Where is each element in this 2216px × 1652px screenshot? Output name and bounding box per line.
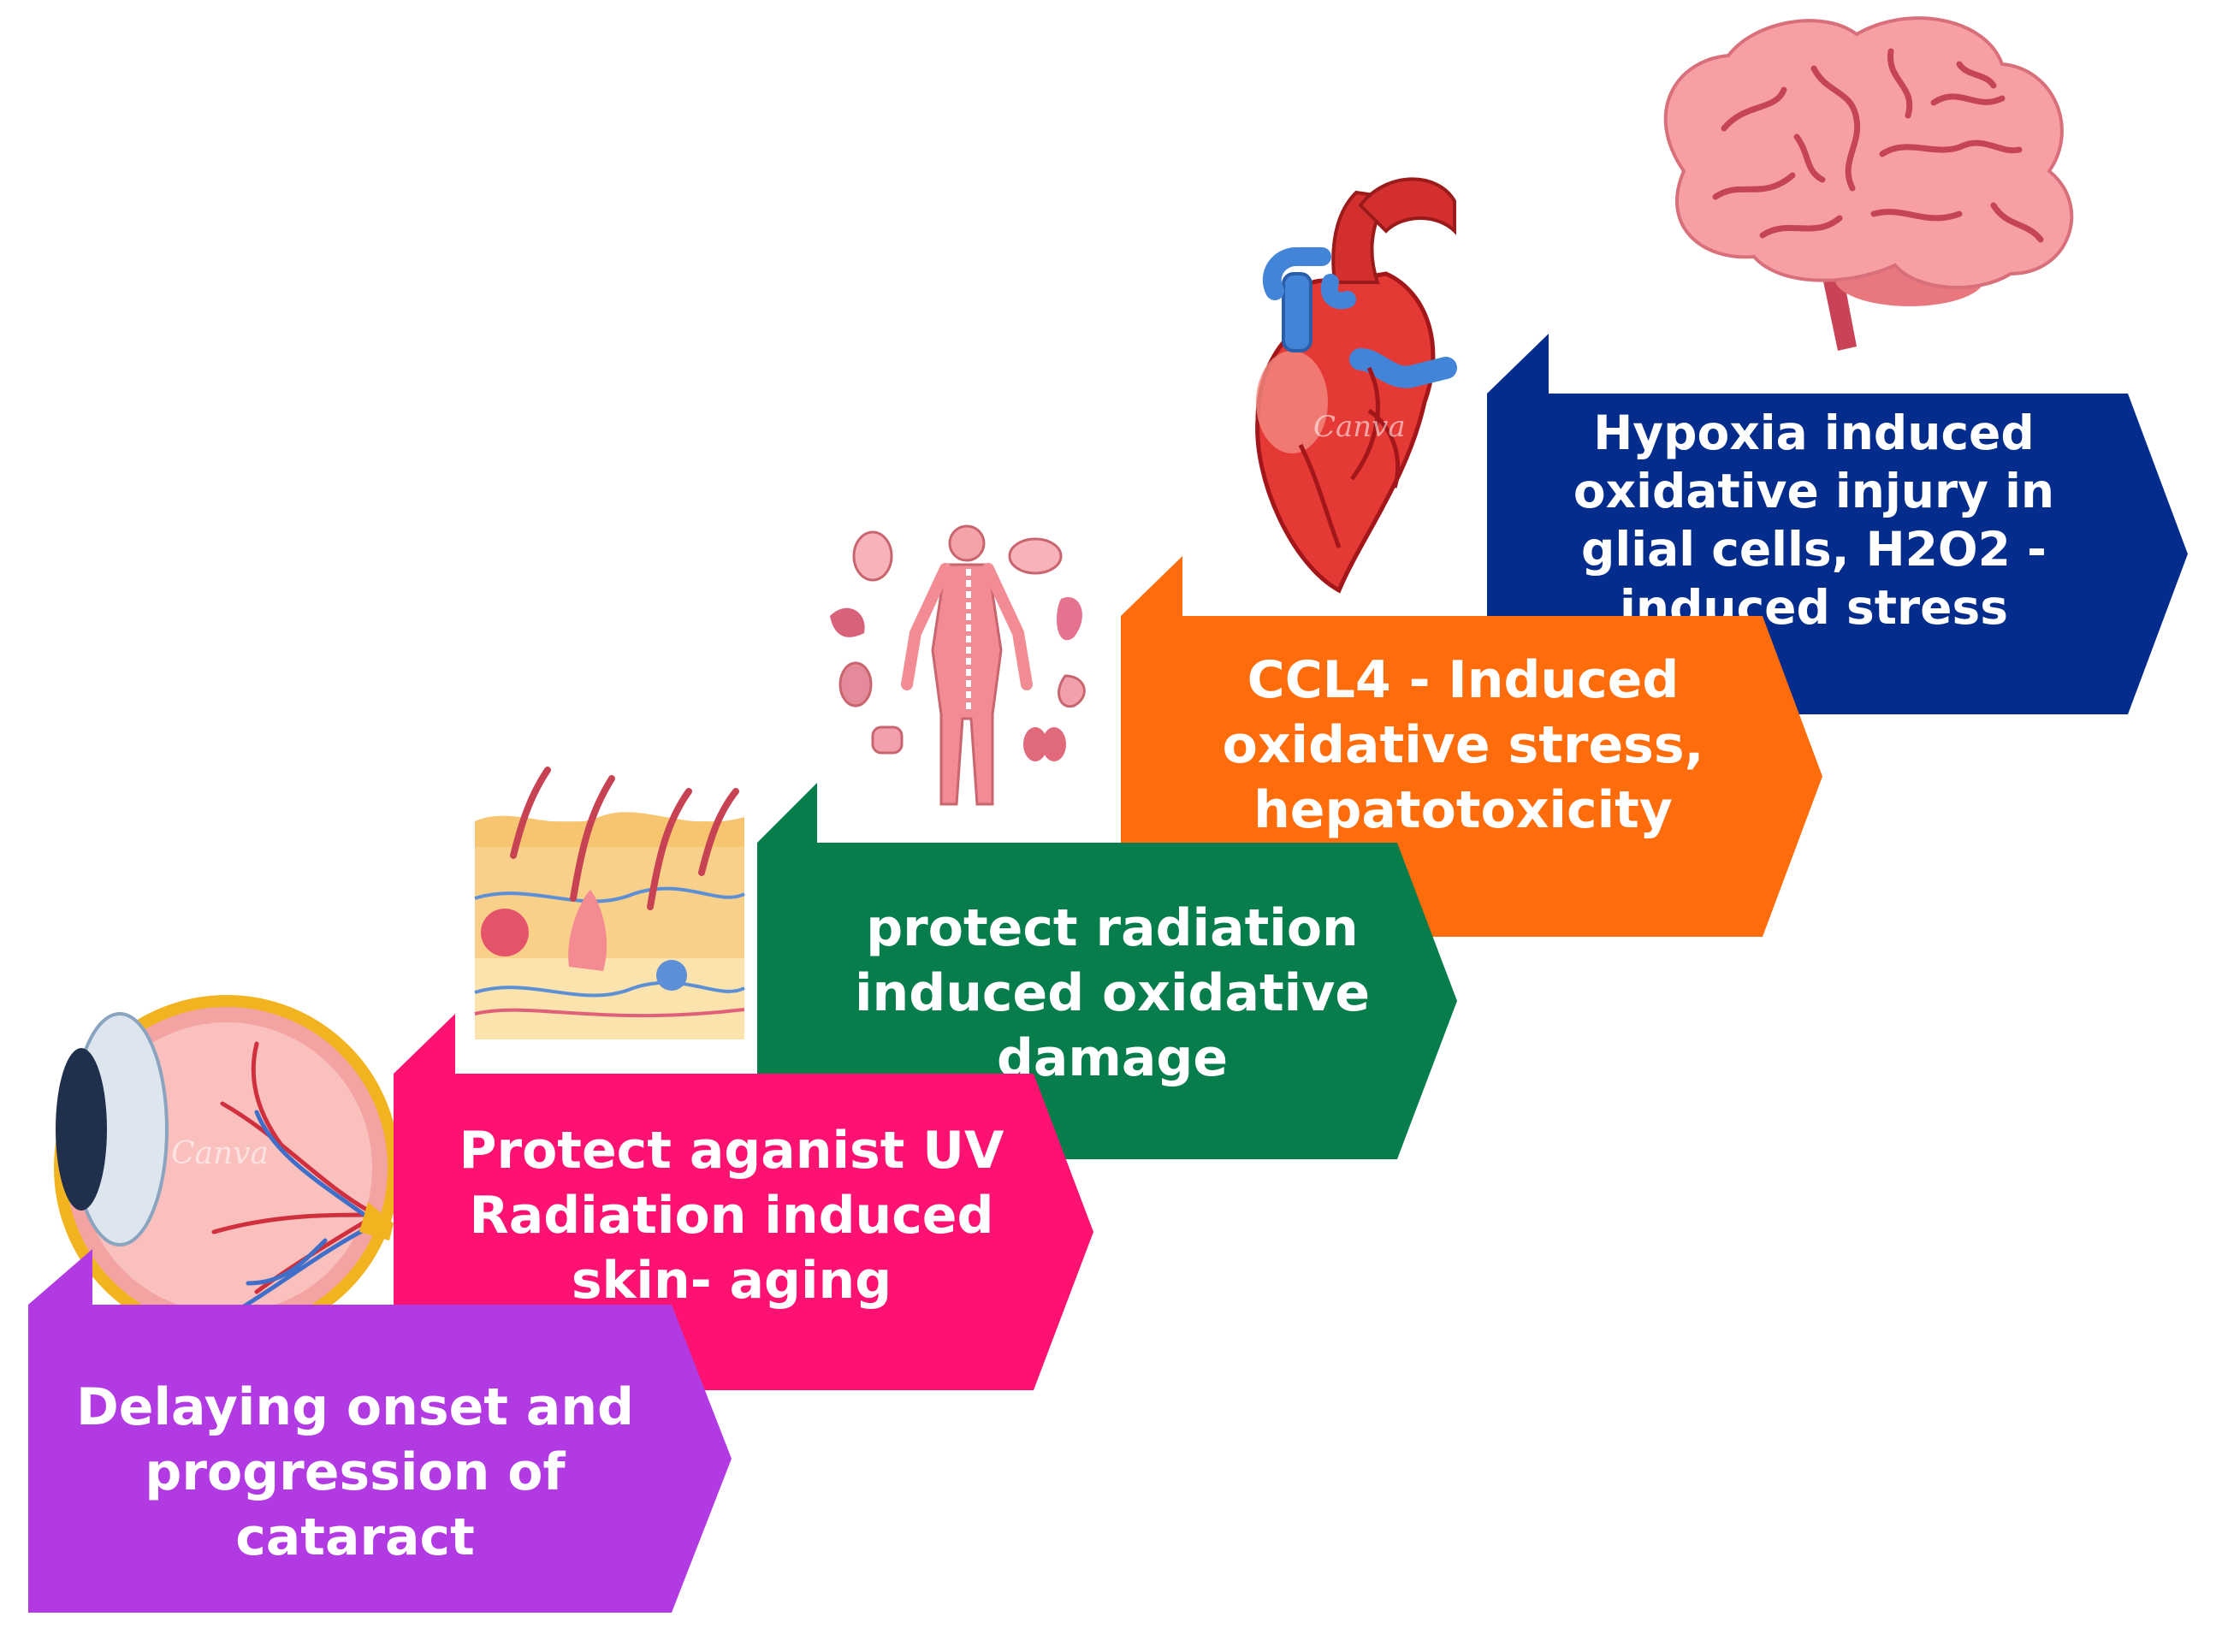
step-4-tab [1121,556,1182,616]
step-2-arrow [394,1014,1093,1390]
step-4-arrow [1121,556,1822,937]
step-5-label-line: glial cells, H2O2 - [1581,522,2047,577]
step-5-label-line: Hypoxia induced [1593,406,2034,460]
step-4-label-line: oxidative stress, [1223,715,1704,775]
step-2-label-line: Radiation induced [470,1186,994,1246]
step-1-label-line: progression of [145,1442,566,1502]
watermark-heart: Canva [1313,410,1406,444]
step-1-tab [28,1249,92,1305]
step-2-label-line: skin- aging [572,1251,892,1311]
heart-icon: Canva [1255,177,1457,594]
step-1-arrow [28,1249,732,1613]
step-4-label-line: CCL4 - Induced [1247,650,1680,710]
eye-icon: Canva [54,995,400,1341]
step-3-tab [757,783,817,843]
step-3-arrow [757,783,1457,1159]
step-4-label-line: hepatotoxicity [1253,780,1673,840]
skin-layers-icon [474,767,745,1039]
watermark-eye: Canva [171,1136,269,1171]
step-5-tab [1487,334,1549,394]
step-3-label-line: induced oxidative [855,963,1370,1023]
step-1-label-line: Delaying onset and [76,1377,634,1437]
step-3-label-line: protect radiation [866,898,1359,958]
step-5-label-line: oxidative injury in [1573,464,2054,518]
step-1-label-line: cataract [235,1507,475,1567]
brain-icon [1663,16,2074,351]
human-body-organs-icon [830,524,1086,806]
step-2-label-line: Protect aganist UV [459,1121,1005,1181]
step-2-tab [394,1014,455,1074]
